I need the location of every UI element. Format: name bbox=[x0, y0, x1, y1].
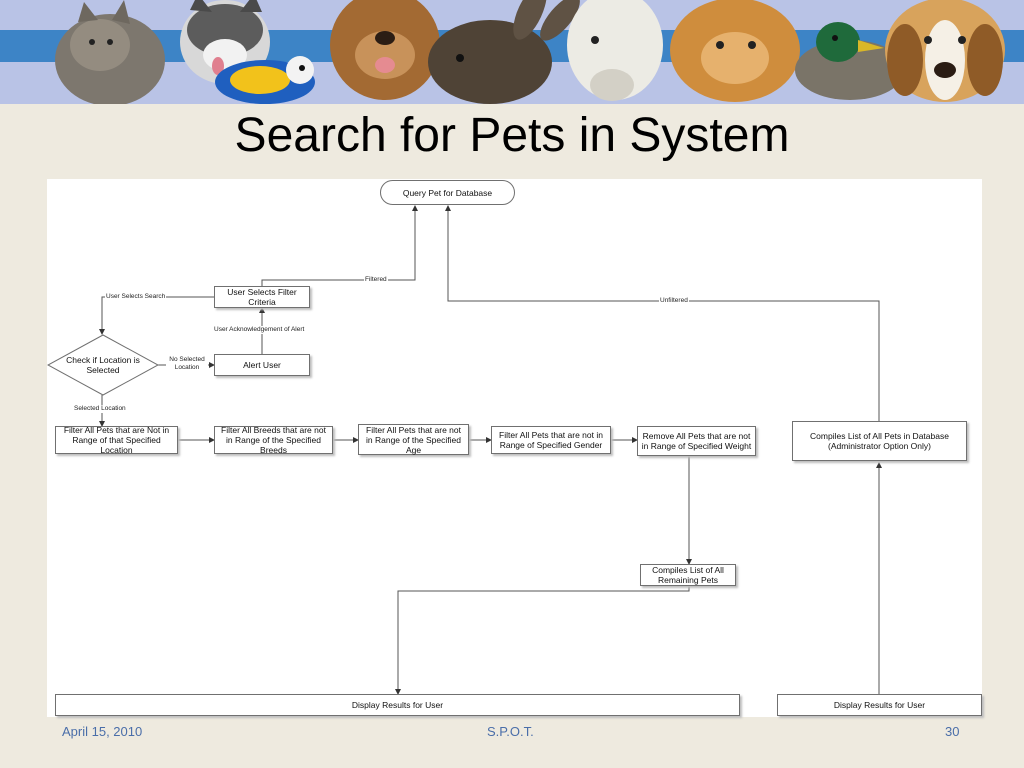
beagle-icon bbox=[885, 0, 1005, 102]
slide-title: Search for Pets in System bbox=[234, 109, 790, 162]
remove-weight-box: Remove All Pets that are not in Range of… bbox=[637, 426, 756, 456]
display-results-right: Display Results for User bbox=[777, 694, 982, 716]
edge-filtered bbox=[261, 205, 418, 286]
display-results-left: Display Results for User bbox=[55, 694, 740, 716]
compile-remaining-box: Compiles List of All Remaining Pets bbox=[640, 564, 736, 586]
filter-age-box: Filter All Pets that are not in Range of… bbox=[358, 424, 469, 455]
orange-cat-icon bbox=[670, 0, 800, 102]
footer-title: S.P.O.T. bbox=[487, 724, 534, 739]
check-location-label: Check if Location is Selected bbox=[66, 355, 140, 375]
edge-label-user-ack-alert: User Acknowledgement of Alert bbox=[213, 326, 306, 334]
query-pet-terminal: Query Pet for Database bbox=[380, 180, 515, 205]
edge-label-selected-location: Selected Location bbox=[73, 405, 127, 413]
edge-unfiltered bbox=[445, 205, 880, 421]
alert-user-box: Alert User bbox=[214, 354, 310, 376]
duck-icon bbox=[795, 22, 905, 100]
filter-breeds-box: Filter All Breeds that are not in Range … bbox=[214, 425, 333, 455]
page-number: 30 bbox=[945, 724, 960, 739]
edge-label-no-selected-location: No Selected Location bbox=[166, 356, 208, 372]
edge-label-filtered: Filtered bbox=[364, 276, 388, 284]
dog-icon bbox=[330, 0, 440, 100]
footer-date: April 15, 2010 bbox=[62, 724, 143, 739]
filter-location-box: Filter All Pets that are Not in Range of… bbox=[55, 425, 178, 455]
horse-icon bbox=[567, 0, 663, 101]
flowchart-area: Query Pet for Database User Selects Filt… bbox=[47, 179, 982, 717]
parrot-icon bbox=[215, 56, 315, 104]
rabbit-icon bbox=[428, 0, 580, 104]
select-filter-box: User Selects Filter Criteria bbox=[214, 286, 310, 308]
edge-compile-to-display bbox=[395, 586, 690, 695]
check-location-diamond bbox=[47, 334, 159, 396]
compile-all-box: Compiles List of All Pets in Database (A… bbox=[792, 421, 967, 461]
pets-banner bbox=[0, 0, 1024, 104]
edge-label-unfiltered: Unfiltered bbox=[659, 297, 689, 305]
edge-user-selects-search bbox=[99, 296, 214, 335]
edge-label-user-selects-search: User Selects Search bbox=[105, 293, 167, 301]
cat-icon bbox=[55, 0, 165, 104]
filter-gender-box: Filter All Pets that are not in Range of… bbox=[491, 426, 611, 454]
